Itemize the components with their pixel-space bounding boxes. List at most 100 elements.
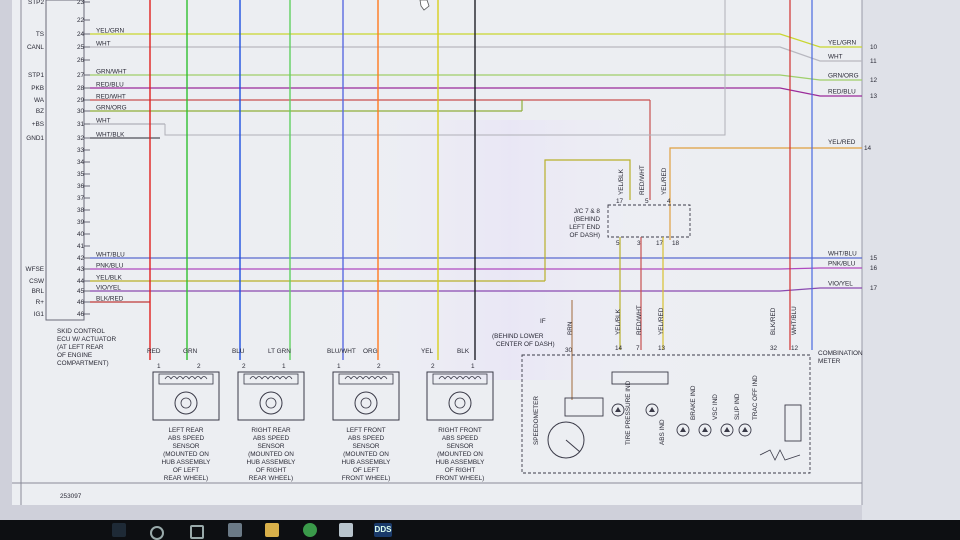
resistor-zigzag-icon <box>759 449 801 461</box>
meter-driver-block <box>611 371 669 385</box>
ecu-output-wires: YEL/GRNYEL/GRN10WHTWHT11GRN/WHTGRN/ORG12… <box>90 0 878 350</box>
start-button-icon[interactable] <box>112 523 126 537</box>
sensor-housing <box>237 371 305 421</box>
sensor-rotor-icon <box>259 391 283 415</box>
sensor-coil <box>243 373 299 385</box>
sensor-wire-label: ORG <box>363 348 378 355</box>
ecu-wire-label: WHT <box>96 41 111 48</box>
sensor-label-line: HUB ASSEMBLY <box>247 459 297 466</box>
browser-icon[interactable] <box>303 523 317 537</box>
speedometer-gauge-icon <box>547 421 585 459</box>
sensor-label-line: HUB ASSEMBLY <box>162 459 212 466</box>
jc-wire-label: YEL/RED <box>661 167 668 195</box>
wire-right-label: VIO/YEL <box>828 281 853 288</box>
ecu-wire-label: WHT <box>96 118 111 125</box>
sensor-rotor-icon <box>174 391 198 415</box>
ecu-terminal-number: 22 <box>77 17 85 24</box>
ecu-terminal-number: 42 <box>77 255 85 262</box>
ecu-wire-label: GRN/WHT <box>96 69 127 76</box>
wire-right-label: WHT <box>828 54 843 61</box>
ecu-terminal-number: 46 <box>77 311 85 318</box>
sensor-label-line: FRONT WHEEL) <box>436 475 485 482</box>
off-page-ref: 16 <box>870 265 878 272</box>
task-view-icon[interactable] <box>190 525 204 539</box>
jc-label-line: LEFT END <box>569 224 600 231</box>
off-page-ref: 14 <box>864 145 872 152</box>
if-label-line: (BEHIND LOWER <box>492 333 544 340</box>
sensor-label-line: (MOUNTED ON <box>343 451 389 458</box>
jc-bottom-pin: 5 <box>616 240 620 247</box>
dds-app-icon[interactable]: DDS <box>374 523 392 537</box>
coil-winding <box>438 376 482 380</box>
ecu-wire-label: YEL/GRN <box>96 28 124 35</box>
ecu-terminal-number: 27 <box>77 72 85 79</box>
sensor-housing <box>332 371 400 421</box>
search-icon[interactable] <box>150 526 164 540</box>
off-page-ref: 13 <box>870 93 878 100</box>
ecu-terminal-name: WFSE <box>26 266 44 273</box>
meter-pin-number: 12 <box>791 345 799 352</box>
taskbar: DDS <box>0 520 960 540</box>
ecu-terminal-name: BZ <box>36 108 44 115</box>
sensor-label-line: LEFT FRONT <box>346 427 385 434</box>
jc-wire-label: RED/WHT <box>639 165 646 195</box>
ecu-terminal-number: 31 <box>77 121 85 128</box>
ecu-outline <box>45 0 85 321</box>
meter-pin-number: 13 <box>658 345 666 352</box>
sensor-label-line: (MOUNTED ON <box>163 451 209 458</box>
ecu-wire-label: RED/WHT <box>96 94 126 101</box>
coil-winding <box>164 376 208 380</box>
ecu-terminal-number: 37 <box>77 195 85 202</box>
sensor-pin-number: 2 <box>197 363 201 370</box>
ecu-label-line: OF ENGINE <box>57 352 92 359</box>
sensor-pin-number: 2 <box>242 363 246 370</box>
sensor-coil <box>158 373 214 385</box>
taskbar-app-icon-2[interactable] <box>339 523 353 537</box>
sensor-label-line: OF LEFT <box>173 467 199 474</box>
sensor-label-line: HUB ASSEMBLY <box>342 459 392 466</box>
meter-wire-label: RED/WHT <box>636 305 643 335</box>
ecu-wire-label: PNK/BLU <box>96 263 124 270</box>
wire-right-label: GRN/ORG <box>828 73 859 80</box>
meter-label-line: METER <box>818 358 841 365</box>
ecu-wire <box>90 74 862 81</box>
ecu-wire <box>90 46 862 62</box>
sensor-label-line: (MOUNTED ON <box>248 451 294 458</box>
coil-winding <box>249 376 293 380</box>
sensor-label-line: REAR WHEEL) <box>164 475 208 482</box>
sensor-label-line: SENSOR <box>258 443 285 450</box>
sensor-wire-label: BLU <box>232 348 245 355</box>
sensor-wire-label: BLU/WHT <box>327 348 356 355</box>
ecu-wire-label: VIO/YEL <box>96 285 121 292</box>
sensor-label-line: ABS SPEED <box>253 435 290 442</box>
meter-indicator-label: BRAKE IND <box>690 385 697 420</box>
off-page-ref: 10 <box>870 44 878 51</box>
indicator-lamp-icon <box>676 423 690 437</box>
ecu-terminal-number: 24 <box>77 31 85 38</box>
ecu-terminal-number: 35 <box>77 171 85 178</box>
sensor-housing <box>426 371 494 421</box>
yel-red-wire <box>669 147 862 240</box>
ecu-terminal-number: 43 <box>77 266 85 273</box>
sensor-label-line: RIGHT FRONT <box>438 427 482 434</box>
file-explorer-icon[interactable] <box>265 523 279 537</box>
ecu-terminal-number: 36 <box>77 183 85 190</box>
ecu-terminal-name: STP2 <box>28 0 44 6</box>
taskbar-app-icon[interactable] <box>228 523 242 537</box>
ecu-terminal-number: 23 <box>77 0 85 6</box>
ecu-terminal-name: PKB <box>31 85 44 92</box>
jc-top-pin: 17 <box>616 198 624 205</box>
sensor-label-line: HUB ASSEMBLY <box>436 459 486 466</box>
wire-right-label: YEL/GRN <box>828 40 856 47</box>
ecu-terminal-name: WA <box>34 97 45 104</box>
sensor-pin-number: 2 <box>377 363 381 370</box>
sensor-label-line: LEFT REAR <box>168 427 203 434</box>
ecu-terminal-number: 39 <box>77 219 85 226</box>
ecu-terminal-name: R+ <box>36 299 45 306</box>
ecu-label-line: (AT LEFT REAR <box>57 344 104 351</box>
